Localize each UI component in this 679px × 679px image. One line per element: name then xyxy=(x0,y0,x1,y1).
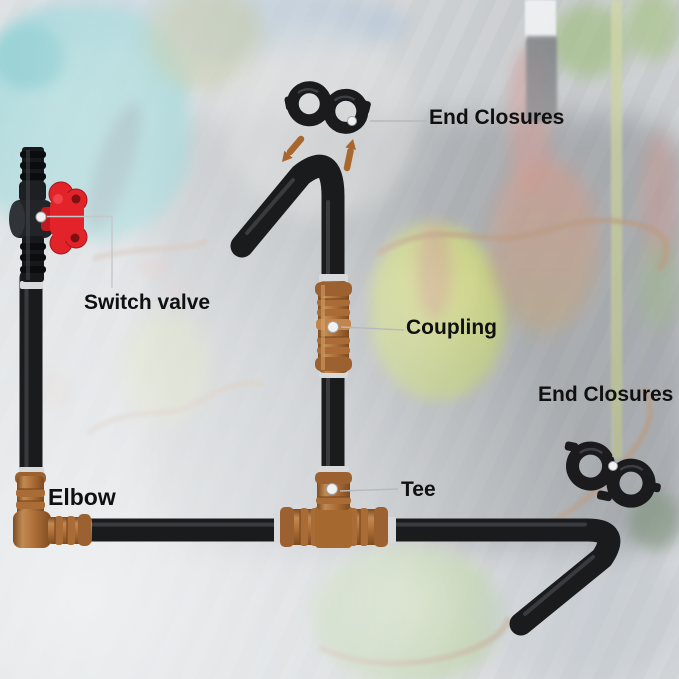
leader-lines xyxy=(47,120,614,492)
valve-red-handle xyxy=(41,181,88,255)
leader-tee xyxy=(339,488,399,492)
label-coupling: Coupling xyxy=(406,316,497,339)
switch-valve xyxy=(9,147,88,282)
tubing-black-pipes xyxy=(19,154,621,636)
label-tee: Tee xyxy=(401,478,436,501)
direction-arrows xyxy=(282,135,356,172)
elbow-fitting xyxy=(13,472,92,548)
tube-middle-vertical-and-top-hook xyxy=(230,154,345,490)
leader-switch-valve xyxy=(47,215,113,288)
label-switch-valve: Switch valve xyxy=(84,291,211,314)
label-elbow: Elbow xyxy=(48,484,116,510)
label-end-closures-right: End Closures xyxy=(538,383,674,406)
tube-bottom-and-right-hook xyxy=(72,518,621,636)
label-end-closures-top: End Closures xyxy=(429,106,565,129)
end-closure-clamp-right xyxy=(564,441,661,508)
leader-coupling xyxy=(340,326,405,331)
callout-dots xyxy=(35,116,618,495)
end-closure-clamp-top xyxy=(284,81,371,134)
